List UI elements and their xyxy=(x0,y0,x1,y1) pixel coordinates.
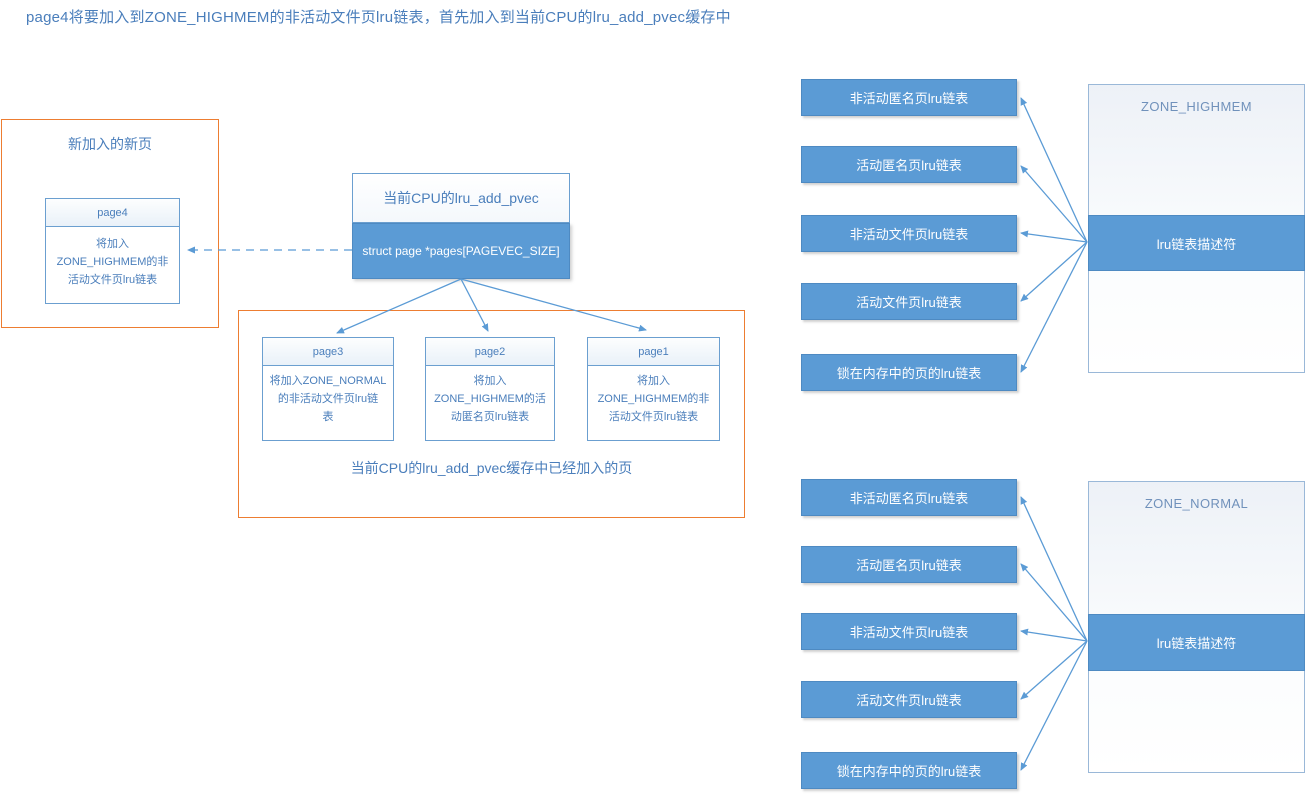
page-box-page4: page4 将加入 ZONE_HIGHMEM的非 活动文件页lru链表 xyxy=(45,198,180,304)
page4-name: page4 xyxy=(46,199,179,227)
highmem-lru-bar-unevictable: 锁在内存中的页的lru链表 xyxy=(801,354,1017,391)
normal-lru-bar-inactive-anon: 非活动匿名页lru链表 xyxy=(801,479,1017,516)
new-page-group-label: 新加入的新页 xyxy=(68,136,152,152)
arrow-normal-to-unevictable xyxy=(1020,640,1088,771)
normal-lru-bar-unevictable: 锁在内存中的页的lru链表 xyxy=(801,752,1017,789)
arrow-highmem-to-active-file xyxy=(1020,241,1088,302)
highmem-lru-bar-active-file: 活动文件页lru链表 xyxy=(801,283,1017,320)
zone-box-normal: ZONE_NORMAL lru链表描述符 xyxy=(1088,481,1305,773)
page1-name: page1 xyxy=(588,338,719,366)
zone-highmem-title: ZONE_HIGHMEM xyxy=(1141,99,1252,114)
cached-pages-caption: 当前CPU的lru_add_pvec缓存中已经加入的页 xyxy=(350,460,633,476)
highmem-lru-bar-active-anon: 活动匿名页lru链表 xyxy=(801,146,1017,183)
zone-highmem-descriptor-band: lru链表描述符 xyxy=(1088,215,1305,271)
normal-lru-bar-active-anon: 活动匿名页lru链表 xyxy=(801,546,1017,583)
diagram-title: page4将要加入到ZONE_HIGHMEM的非活动文件页lru链表，首先加入到… xyxy=(26,9,731,26)
page2-note: 将加入 ZONE_HIGHMEM的活 动匿名页lru链表 xyxy=(434,375,546,424)
zone-normal-descriptor-band: lru链表描述符 xyxy=(1088,614,1305,671)
arrow-highmem-to-unevictable xyxy=(1020,241,1088,373)
normal-lru-bar-active-file: 活动文件页lru链表 xyxy=(801,681,1017,718)
page-box-page2: page2 将加入 ZONE_HIGHMEM的活 动匿名页lru链表 xyxy=(425,337,555,441)
arrow-highmem-to-inactive-anon xyxy=(1020,97,1088,243)
page1-note: 将加入 ZONE_HIGHMEM的非 活动文件页lru链表 xyxy=(597,375,710,424)
arrow-normal-to-active-file xyxy=(1020,640,1088,700)
highmem-lru-bar-inactive-file: 非活动文件页lru链表 xyxy=(801,215,1017,252)
page2-name: page2 xyxy=(426,338,554,366)
new-page-group-frame: 新加入的新页 xyxy=(1,119,219,328)
page-box-page3: page3 将加入ZONE_NORMAL 的非活动文件页lru链 表 xyxy=(262,337,394,441)
pvec-box-title: 当前CPU的lru_add_pvec xyxy=(352,173,570,223)
arrow-normal-to-inactive-file xyxy=(1020,628,1088,642)
arrow-highmem-to-inactive-file xyxy=(1020,230,1088,243)
page4-note: 将加入 ZONE_HIGHMEM的非 活动文件页lru链表 xyxy=(56,238,169,287)
arrow-normal-to-inactive-anon xyxy=(1020,496,1088,642)
pvec-box-field: struct page *pages[PAGEVEC_SIZE] xyxy=(352,223,570,279)
page3-note: 将加入ZONE_NORMAL 的非活动文件页lru链 表 xyxy=(269,375,387,424)
highmem-lru-bar-inactive-anon: 非活动匿名页lru链表 xyxy=(801,79,1017,116)
zone-box-highmem: ZONE_HIGHMEM lru链表描述符 xyxy=(1088,84,1305,373)
normal-lru-bar-inactive-file: 非活动文件页lru链表 xyxy=(801,613,1017,650)
page3-name: page3 xyxy=(263,338,393,366)
arrow-highmem-to-active-anon xyxy=(1020,165,1088,243)
page-box-page1: page1 将加入 ZONE_HIGHMEM的非 活动文件页lru链表 xyxy=(587,337,720,441)
zone-normal-title: ZONE_NORMAL xyxy=(1144,496,1249,511)
arrow-normal-to-active-anon xyxy=(1020,563,1088,642)
